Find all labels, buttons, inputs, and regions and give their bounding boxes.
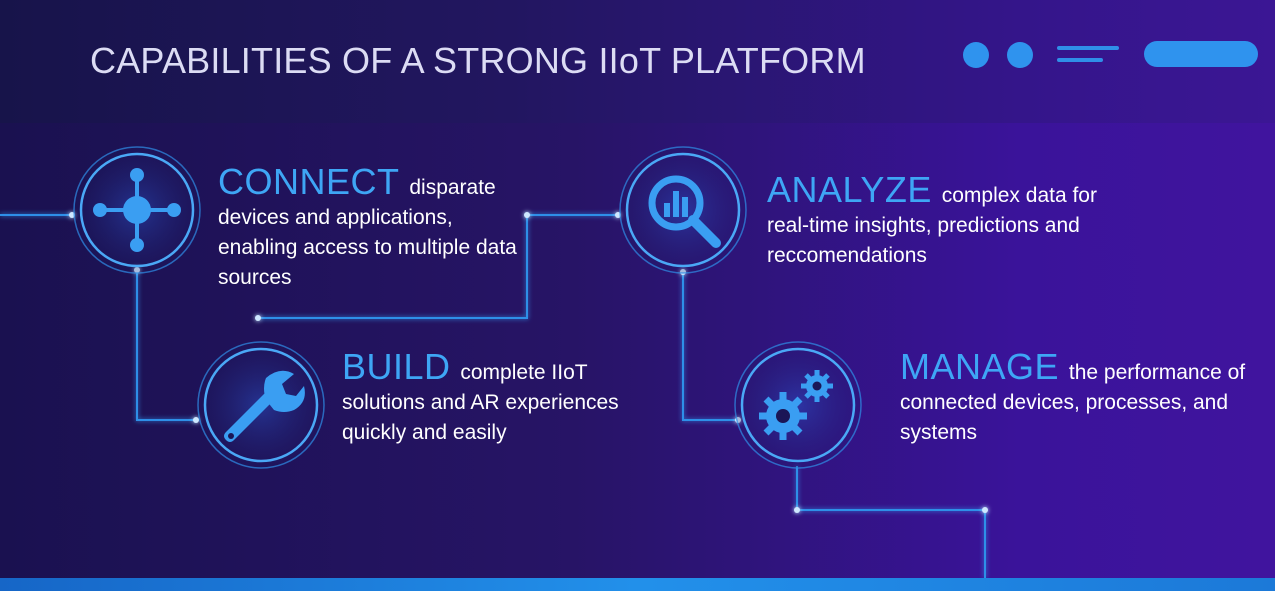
feature-build-text: complete IIoT solutions and AR experienc… (342, 361, 619, 444)
wrench-icon (224, 370, 305, 442)
bottom-bar (0, 578, 1275, 591)
analyze-icon-badge (618, 145, 748, 275)
feature-analyze: ANALYZE complex data for real-time insig… (767, 172, 1142, 271)
feature-connect-keyword: CONNECT (218, 161, 400, 202)
page-title: CAPABILITIES OF A STRONG IIoT PLATFORM (90, 40, 866, 81)
magnifier-chart-icon (648, 175, 721, 248)
feature-build-keyword: BUILD (342, 346, 451, 387)
feature-connect: CONNECT disparate devices and applicatio… (218, 164, 518, 293)
build-icon-badge (196, 340, 326, 470)
header-dot-1 (963, 42, 989, 68)
header-pill (1144, 41, 1258, 67)
manage-icon-badge (733, 340, 863, 470)
header-dash-1 (1057, 46, 1119, 50)
connect-icon-badge (72, 145, 202, 275)
feature-manage: MANAGE the performance of connected devi… (900, 349, 1250, 448)
feature-connect-text: disparate devices and applications, enab… (218, 176, 517, 289)
header-dot-2 (1007, 42, 1033, 68)
feature-build: BUILD complete IIoT solutions and AR exp… (342, 349, 662, 448)
network-hub-icon (93, 168, 181, 252)
header-dash-2 (1057, 58, 1103, 62)
feature-analyze-keyword: ANALYZE (767, 169, 932, 210)
feature-manage-keyword: MANAGE (900, 346, 1060, 387)
feature-analyze-text: complex data for real-time insights, pre… (767, 184, 1097, 267)
feature-manage-text: the performance of connected devices, pr… (900, 361, 1246, 444)
gears-icon (759, 370, 833, 440)
